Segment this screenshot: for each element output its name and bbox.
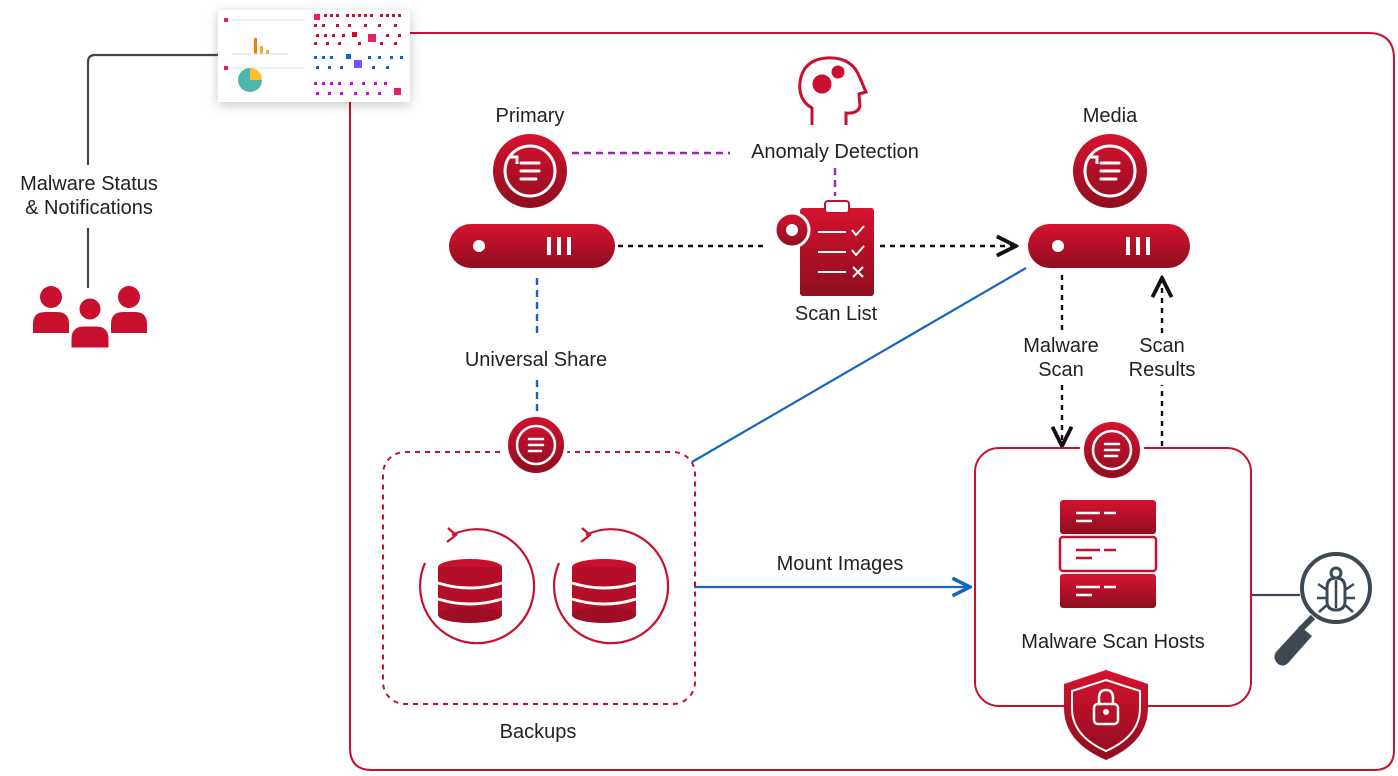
mount-images-label: Mount Images: [776, 553, 904, 575]
main-container: [349, 32, 1395, 771]
primary-refresh-logo-icon: [493, 134, 567, 208]
media-refresh-logo-icon: [1073, 134, 1147, 208]
malware-scan-hosts-label: Malware Scan Hosts: [1021, 631, 1205, 653]
dashboard-thumbnail: [218, 10, 410, 102]
ai-head-gear-icon: [798, 56, 869, 125]
media-server-icon: [1028, 224, 1190, 268]
backups-media-link: [691, 267, 1027, 463]
magnifier-bug-icon: [1274, 552, 1372, 666]
anomaly-detection-label: Anomaly Detection: [751, 141, 919, 163]
backups-label: Backups: [499, 721, 577, 743]
scan-host-logo-icon: [1080, 418, 1144, 482]
database-icon: [418, 527, 536, 645]
backups-box: [382, 451, 696, 705]
stacked-servers-icon: [1058, 500, 1158, 608]
primary-label: Primary: [495, 105, 565, 127]
users-icon: [33, 286, 147, 351]
scan-results-label: Scan Results: [1128, 335, 1196, 381]
universal-share-label: Universal Share: [464, 349, 608, 371]
malware-scan-label: Malware Scan: [1023, 335, 1099, 381]
notification-connector: [86, 53, 218, 165]
dashboard-thumbnail-icon: [224, 14, 403, 95]
shield-lock-icon: [1064, 670, 1148, 760]
scan-list-label: Scan List: [794, 303, 878, 325]
malware-status-label: Malware Status & Notifications: [20, 173, 158, 219]
universal-share-logo-icon: [504, 413, 568, 477]
media-label: Media: [1082, 105, 1138, 127]
primary-server-icon: [449, 224, 615, 268]
database-icon: [552, 527, 670, 645]
checklist-gear-icon: [773, 200, 874, 296]
